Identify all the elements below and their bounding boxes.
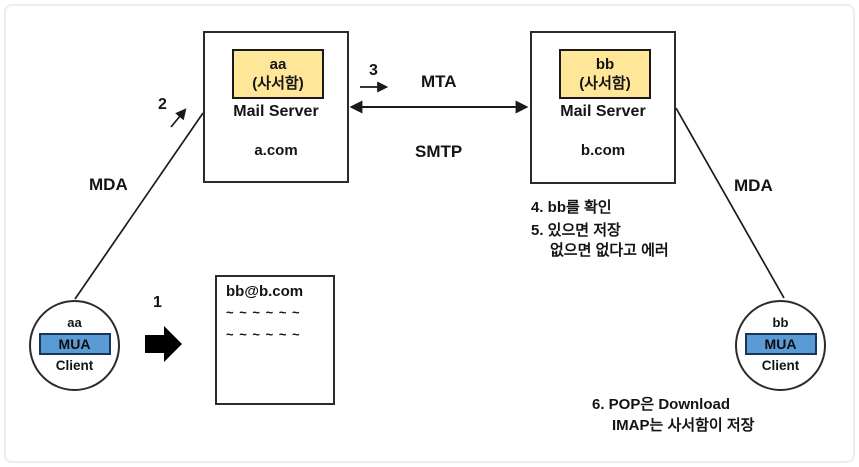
note-step5-line2: 없으면 없다고 에러 [550, 242, 669, 259]
step1-number: 1 [153, 294, 162, 311]
mail-server-b-box: bb (사서함) Mail Server b.com [530, 31, 676, 184]
message-box: bb@b.com ~ ~ ~ ~ ~ ~ ~ ~ ~ ~ ~ ~ [215, 275, 335, 405]
mail-server-b-label: Mail Server [560, 103, 646, 120]
step1-block-arrow [145, 326, 182, 362]
mda-label-left: MDA [89, 175, 128, 194]
mailbox-a-owner: aa [269, 56, 287, 73]
note-step6-line2: IMAP는 사서함이 저장 [612, 417, 755, 434]
mail-server-a-box: aa (사서함) Mail Server a.com [203, 31, 349, 183]
mailbox-b: bb (사서함) [559, 49, 651, 99]
step2-number: 2 [158, 96, 167, 113]
client-a-role: Client [55, 358, 94, 373]
mail-server-b-domain: b.com [580, 142, 626, 159]
mda-label-right: MDA [734, 176, 773, 195]
mailbox-b-note: (사서함) [579, 75, 631, 92]
mda-line-left [74, 112, 204, 300]
client-a-mua-box: MUA [38, 333, 111, 355]
mailbox-b-owner: bb [595, 56, 615, 73]
client-b-mua-box: MUA [744, 333, 817, 355]
message-body-line1: ~ ~ ~ ~ ~ ~ [226, 305, 301, 320]
client-b-name: bb [772, 315, 789, 330]
mda-line-right [675, 107, 785, 299]
client-a-circle: aa MUA Client [29, 300, 120, 391]
step3-number: 3 [369, 62, 378, 79]
message-recipient: bb@b.com [226, 283, 304, 300]
client-b-circle: bb MUA Client [735, 300, 826, 391]
mailbox-a: aa (사서함) [232, 49, 324, 99]
client-b-role: Client [761, 358, 800, 373]
note-step5-line1: 5. 있으면 저장 [531, 222, 621, 239]
note-step4: 4. bb를 확인 [531, 199, 612, 216]
client-a-name: aa [67, 315, 82, 330]
mta-label: MTA [421, 72, 457, 91]
message-body-line2: ~ ~ ~ ~ ~ ~ [226, 327, 301, 342]
smtp-label: SMTP [415, 142, 463, 161]
note-step6-line1: 6. POP은 Download [592, 396, 730, 413]
step2-arrow [170, 108, 187, 128]
mail-server-a-label: Mail Server [233, 103, 319, 120]
mail-server-a-domain: a.com [254, 142, 298, 159]
mailbox-a-note: (사서함) [252, 75, 304, 92]
